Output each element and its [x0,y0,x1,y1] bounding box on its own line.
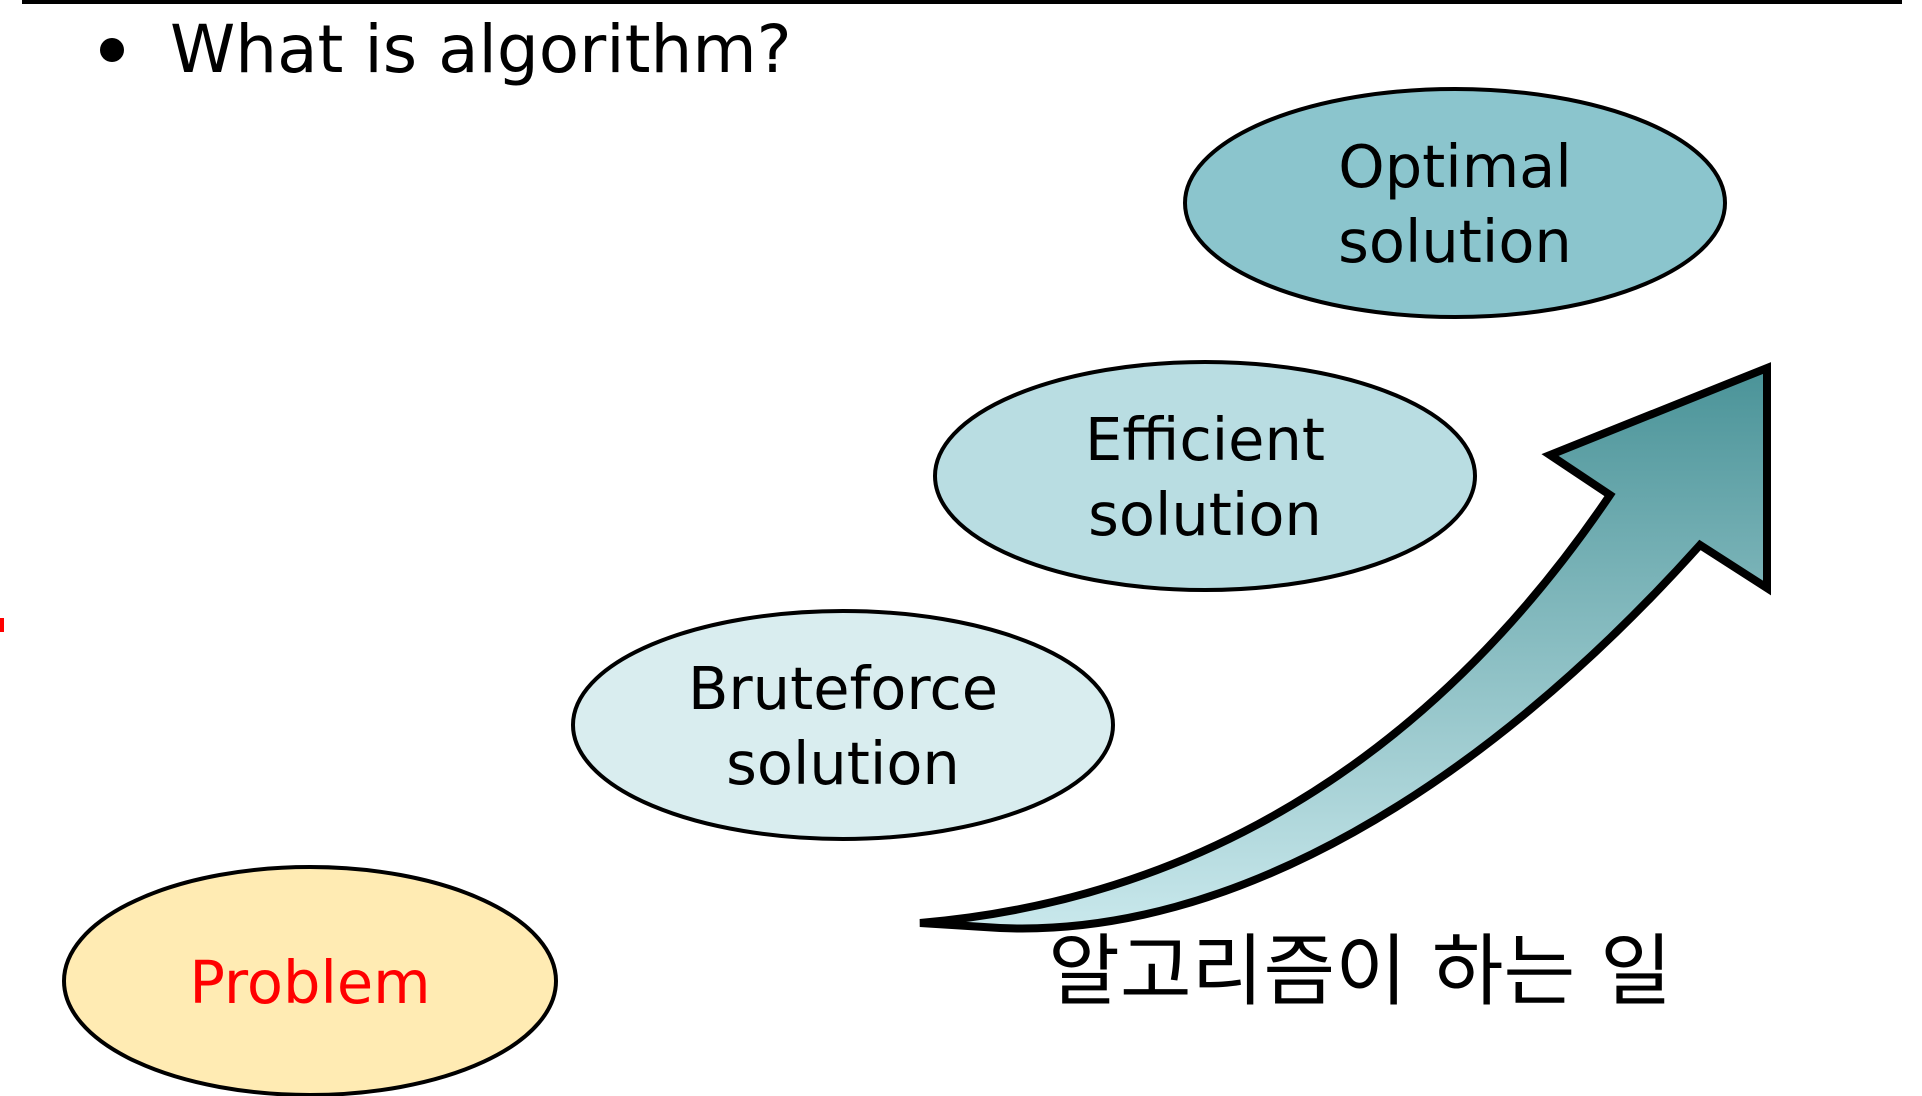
node-optimal-shape [1183,87,1727,319]
node-efficient-line1: Efficient [1085,405,1325,474]
node-optimal-line2: solution [1338,207,1572,276]
node-efficient-shape [933,360,1477,592]
bullet-dot-icon [100,38,124,62]
node-bruteforce-shape [571,609,1115,841]
node-problem: Problem [62,865,558,1096]
node-bruteforce-solution: Bruteforce solution [571,609,1115,841]
bullet-text: What is algorithm? [170,11,792,88]
node-problem-shape [62,865,558,1096]
bullet-item: What is algorithm? [100,8,792,92]
node-optimal-solution: Optimal solution [1183,87,1727,319]
node-optimal-line1: Optimal [1338,132,1571,201]
node-efficient-solution: Efficient solution [933,360,1477,592]
progress-arrow-icon [919,362,1771,933]
node-problem-label: Problem [189,948,430,1017]
title-divider-line [22,0,1902,4]
node-bruteforce-line1: Bruteforce [688,654,998,723]
diagram-caption: 알고리즘이 하는 일 [1048,927,1672,1017]
node-bruteforce-line2: solution [726,729,960,798]
node-efficient-line2: solution [1088,480,1322,549]
edge-marker [0,618,4,632]
